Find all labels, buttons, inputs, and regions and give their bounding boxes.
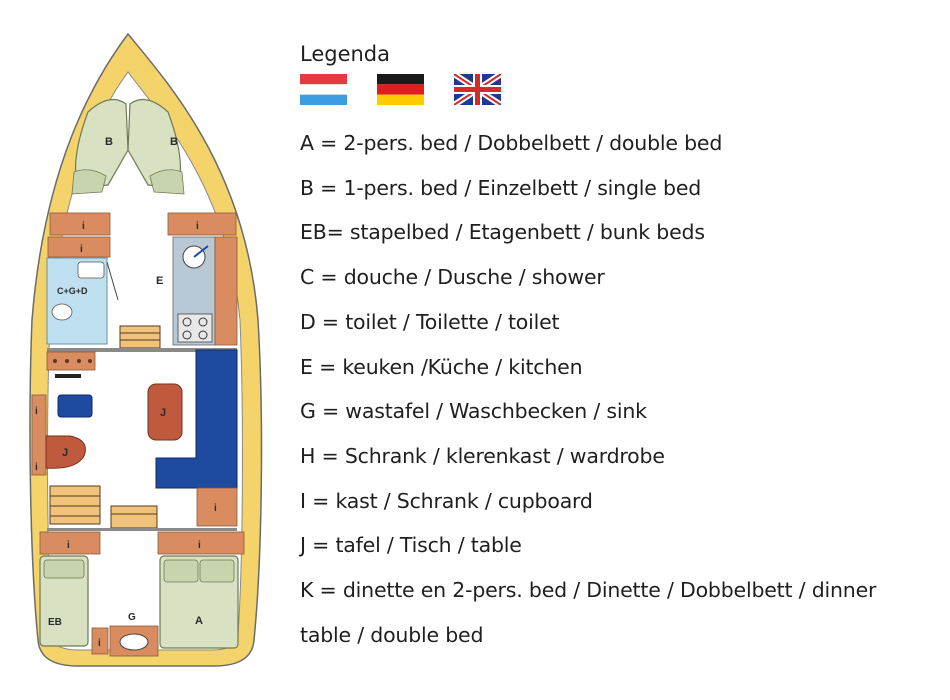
aft-sink — [119, 633, 149, 651]
cupboard-fwd-left — [49, 212, 111, 236]
legend-entry-b: B = 1-pers. bed / Einzelbett / single be… — [300, 175, 702, 200]
legend-entry-e: E = keuken /Küche / kitchen — [300, 354, 583, 379]
cupboard-label-2: i — [196, 221, 199, 232]
cupboard-label-6: i — [214, 503, 217, 514]
cupboard-fwd-right — [167, 212, 237, 236]
bed-b-left-pillow — [71, 169, 107, 195]
burner-2 — [198, 317, 208, 327]
legend-entry-a: A = 2-pers. bed / Dobbelbett / double be… — [300, 131, 723, 155]
table-j-left-label: J — [62, 447, 68, 459]
bed-b-right-label: B — [170, 136, 178, 148]
side-cupboard-left — [31, 394, 47, 476]
sink-tap — [193, 245, 209, 258]
legend-entry-eb: EB= stapelbed / Etagenbett / bunk beds — [300, 220, 705, 245]
saloon-divider — [47, 348, 237, 352]
bunk-bed-label: EB — [48, 617, 62, 628]
boat-floor-plan: B B i i i C+G+D E i i J J i — [29, 32, 263, 667]
aft-divider — [47, 528, 237, 531]
bed-b-left-label: B — [105, 136, 113, 148]
germany-flag-icon — [377, 74, 424, 105]
legend: Legenda A = 2-pers. bed / Dobbelbett / d… — [300, 42, 940, 657]
bathroom-cupboard — [47, 236, 111, 258]
table-j-center-label: J — [160, 407, 166, 419]
burner-1 — [182, 317, 192, 327]
cupboard-label-3: i — [80, 244, 83, 255]
shelf-knob-3 — [77, 359, 81, 363]
table-j-left — [45, 435, 86, 469]
cupboard-label-8: i — [198, 540, 201, 551]
netherlands-flag-icon — [300, 74, 347, 105]
tv-stand — [55, 374, 81, 378]
bathroom-label: C+G+D — [57, 286, 88, 296]
saloon-shelf — [46, 351, 96, 371]
burner-3 — [182, 330, 192, 340]
table-j-center — [147, 383, 183, 441]
bath-door — [106, 261, 119, 301]
shelf-knob-4 — [88, 359, 92, 363]
double-bed-a-pillow-1 — [163, 559, 199, 583]
dinette-sofa — [155, 349, 238, 489]
bed-b-right-pillow — [149, 169, 185, 195]
kitchen-label: E — [156, 275, 163, 287]
stove — [177, 313, 213, 343]
kitchen-wall — [214, 236, 238, 346]
bed-b-left — [74, 98, 129, 189]
toilet — [51, 303, 73, 321]
uk-flag-icon — [454, 74, 501, 105]
cupboard-label-5: i — [35, 462, 38, 473]
cupboard-label-7: i — [67, 540, 70, 551]
legend-entry-g: G = wastafel / Waschbecken / sink — [300, 399, 647, 424]
bath-sink — [77, 261, 105, 279]
bed-b-right — [127, 98, 182, 189]
legend-entry-c: C = douche / Dusche / shower — [300, 265, 605, 290]
flag-row — [300, 74, 940, 105]
side-cupboard-right — [196, 487, 238, 527]
double-bed-a-pillow-2 — [199, 559, 235, 583]
legend-entry-d: D = toilet / Toilette / toilet — [300, 309, 560, 334]
aft-cupboard-small — [91, 627, 109, 655]
bunk-bed-pillow — [43, 559, 85, 579]
legend-entry-k: K = dinette en 2-pers. bed / Dinette / D… — [300, 578, 877, 603]
double-bed-a-label: A — [195, 615, 203, 627]
aft-cupboard-right — [157, 531, 245, 555]
legend-entry-j: J = tafel / Tisch / table — [300, 533, 522, 558]
steps-aft-center — [110, 505, 158, 529]
shelf-knob-2 — [65, 359, 69, 363]
shelf-knob-1 — [53, 359, 57, 363]
armchair — [57, 394, 93, 418]
legend-entry-h: H = Schrank / klerenkast / wardrobe — [300, 443, 665, 468]
cupboard-label-9: i — [98, 638, 101, 649]
steps-aft-left — [49, 485, 101, 525]
steps-fwd — [119, 325, 161, 349]
aft-cupboard-left — [39, 531, 101, 555]
cupboard-label-1: i — [82, 221, 85, 232]
burner-4 — [198, 330, 208, 340]
legend-entry-i: I = kast / Schrank / cupboard — [300, 488, 593, 513]
aft-sink-label: G — [128, 612, 136, 623]
bunk-bed — [39, 555, 89, 647]
cupboard-label-4: i — [35, 406, 38, 417]
legend-title: Legenda — [300, 42, 391, 66]
legend-entry-k-continued: table / double bed — [300, 622, 484, 647]
